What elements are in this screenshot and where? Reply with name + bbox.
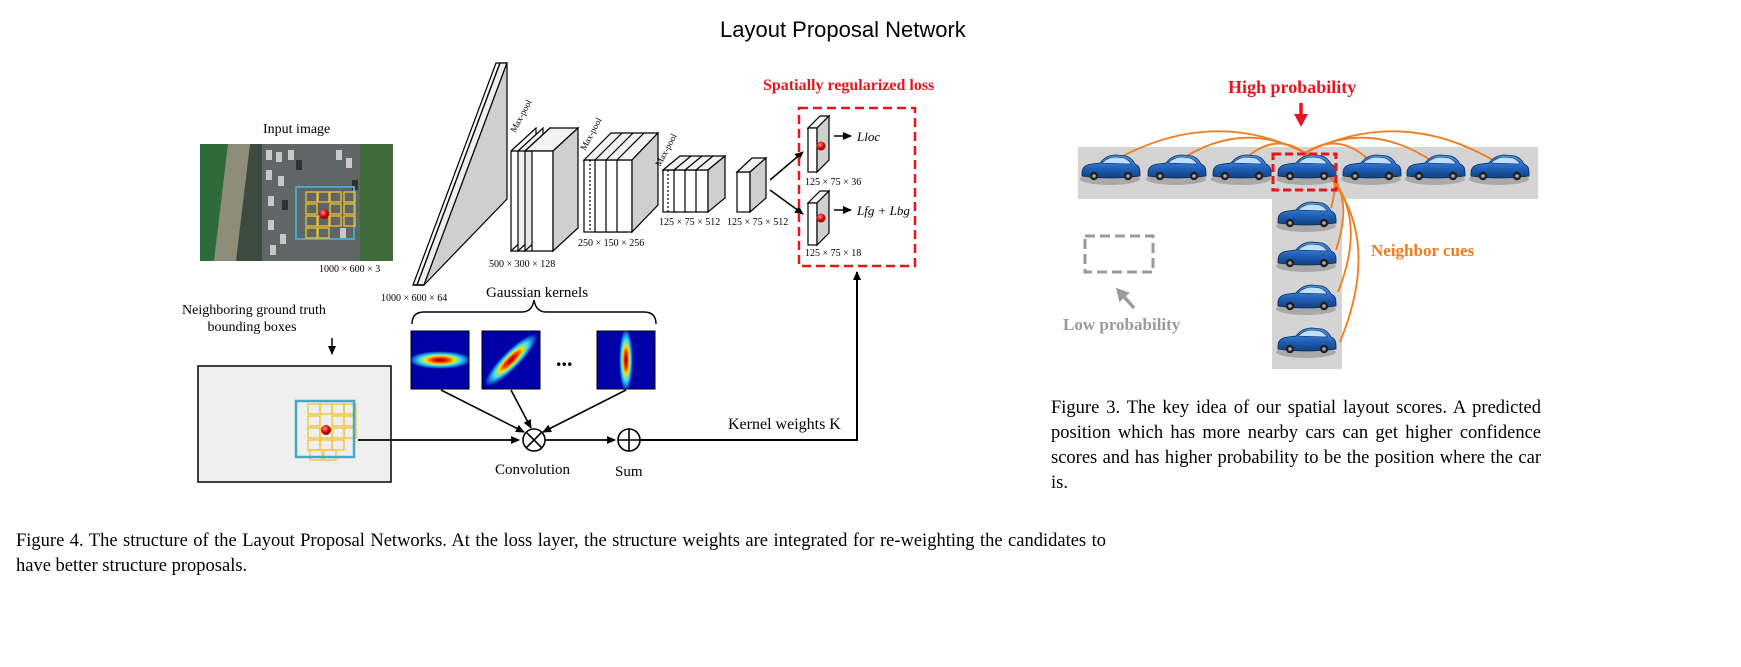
figure-4-caption: Figure 4. The structure of the Layout Pr…: [16, 531, 1106, 576]
loss-loc-label: Lloc: [857, 129, 881, 144]
input-size-label: 1000 × 600 × 3: [319, 264, 381, 275]
conv-block-4: [661, 154, 727, 214]
loss-box: [797, 106, 917, 268]
gaussian-brace: [411, 299, 657, 325]
figure-3-caption: Figure 3. The key idea of our spatial la…: [1051, 398, 1541, 493]
conv4-size-label: 125 × 75 × 512: [659, 217, 721, 228]
low-probability-label: Low probability: [1063, 315, 1181, 334]
convolution-label: Convolution: [495, 462, 571, 478]
neighbor-gt-label: Neighboring ground truth bounding boxes: [182, 302, 326, 336]
conv5-size-label: 125 × 75 × 512: [727, 217, 789, 228]
kernel-ellipsis: ...: [556, 346, 573, 371]
convolution-operator: [522, 428, 546, 452]
input-image-label: Input image: [263, 122, 331, 137]
cls-size-label: 125 × 75 × 18: [805, 248, 862, 259]
conv-block-5: [735, 156, 768, 214]
sum-label: Sum: [615, 464, 643, 480]
conv-block-3: [582, 131, 660, 234]
kernel-weights-label: Kernel weights K: [728, 416, 841, 433]
conv1-size-label: 1000 × 600 × 64: [381, 293, 448, 304]
conv-block-2: [510, 126, 580, 253]
loc-size-label: 125 × 75 × 36: [805, 177, 862, 188]
loss-fg-bg-label: Lfg + Lbg: [857, 203, 910, 218]
conv2-size-label: 500 × 300 × 128: [489, 259, 556, 270]
loss-title: Spatially regularized loss: [763, 77, 935, 94]
fig3-diagram: [1078, 103, 1538, 369]
conv3-size-label: 250 × 150 × 256: [578, 238, 645, 249]
kernel-weights-arrow: [640, 271, 861, 441]
sum-operator: [617, 428, 641, 452]
neighbor-gt-label-line1: Neighboring ground truth: [182, 303, 326, 318]
gaussian-kernel-2: [481, 330, 541, 390]
neighbor-cues-label: Neighbor cues: [1371, 241, 1475, 260]
input-aerial-image: [200, 144, 393, 261]
neighbor-gt-label-line2: bounding boxes: [207, 320, 297, 335]
neighbor-gt-panel: [197, 365, 392, 483]
page-title: Layout Proposal Network: [720, 17, 966, 42]
gaussian-kernel-3: [596, 330, 656, 390]
high-probability-label: High probability: [1228, 77, 1357, 97]
conv-block-1: [412, 62, 508, 286]
gaussian-kernel-1: [410, 330, 470, 390]
gaussian-kernels-label: Gaussian kernels: [486, 285, 589, 301]
